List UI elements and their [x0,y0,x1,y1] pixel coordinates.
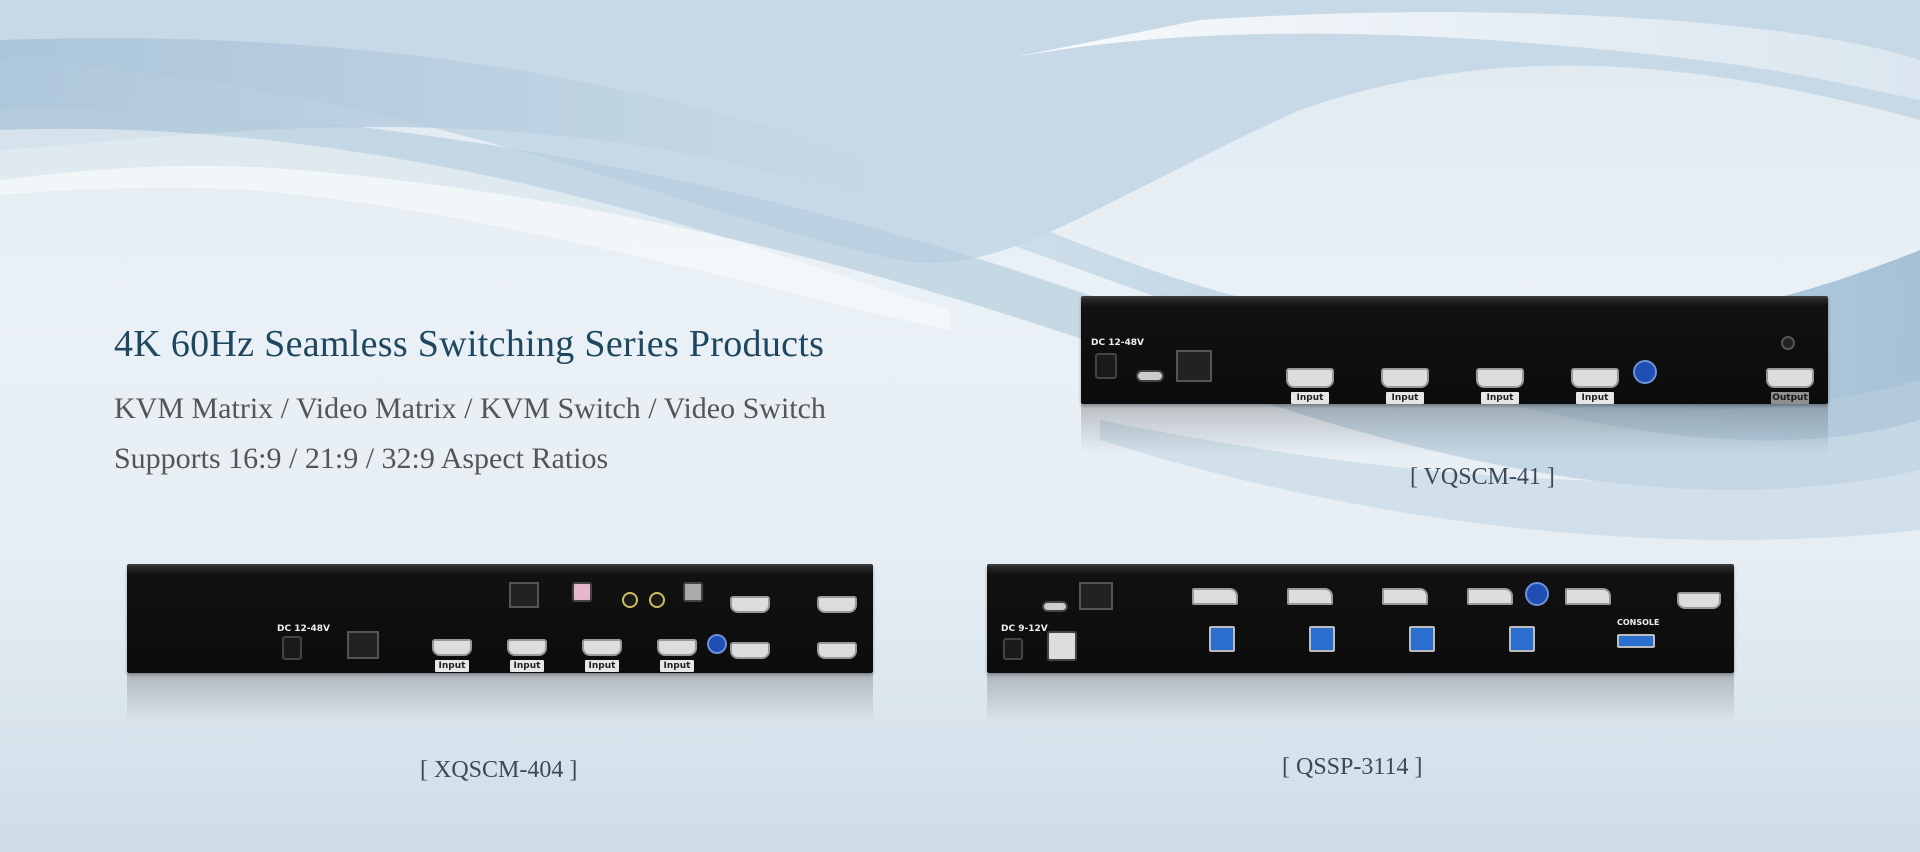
hdmi-output [730,596,770,613]
displayport-input-3 [1287,588,1333,605]
hdmi-input-1 [1571,368,1619,388]
hdmi-output [817,642,857,659]
product-reflection [1081,404,1828,454]
toslink-in [572,582,592,602]
model-label-xqscm-404: [ XQSCM-404 ] [420,757,578,783]
input-label: Input [1481,392,1519,404]
input-label: Input [435,660,469,672]
hdmi-input-2 [1476,368,1524,388]
hdmi-output [1766,368,1814,388]
usb3-pc3 [1309,626,1335,652]
model-label-vqscm-41: [ VQSCM-41 ] [1410,464,1555,490]
hdmi-input-4 [1286,368,1334,388]
usb3-pc4 [1209,626,1235,652]
model-label-qssp-3114: [ QSSP-3114 ] [1282,754,1423,780]
dc-jack [1095,353,1117,379]
usb-c-port [1042,601,1068,612]
console-label: CONSOLE [1617,618,1660,627]
rj45-port [347,631,379,659]
usb-a-ports [1047,631,1077,661]
id-rotary-knob [707,634,727,654]
rj45-port [1079,582,1113,610]
usb-c-port [1136,370,1164,382]
hdmi-output [730,642,770,659]
audio-out-jack [649,592,665,608]
ground-screw [1781,336,1795,350]
input-label: Input [1576,392,1614,404]
input-label: Input [660,660,694,672]
hdmi-input-1 [657,639,697,656]
power-label: DC 12-48V [1091,338,1144,348]
input-label: Input [510,660,544,672]
dc-jack [282,636,302,660]
hdmi-input-3 [507,639,547,656]
hdmi-output [1677,592,1721,609]
product-image-qssp-3114: DC 9-12V CONSOLE [987,564,1734,673]
displayport-output [1565,588,1611,605]
power-label: DC 9-12V [1001,624,1048,634]
usb3-pc2 [1409,626,1435,652]
power-label: DC 12-48V [277,624,330,634]
usb3-console [1617,634,1655,648]
audio-in-jack [622,592,638,608]
headline: 4K 60Hz Seamless Switching Series Produc… [114,323,825,365]
hdmi-input-2 [582,639,622,656]
product-reflection [127,673,873,723]
displayport-input-2 [1382,588,1428,605]
rj45-cascade-port [509,582,539,608]
hdmi-output [817,596,857,613]
id-rotary-knob [1633,360,1657,384]
id-rotary-knob [1525,582,1549,606]
subline-aspect-ratios: Supports 16:9 / 21:9 / 32:9 Aspect Ratio… [114,442,609,475]
dc-jack [1003,638,1023,660]
product-reflection [987,673,1734,723]
input-label: Input [1386,392,1424,404]
hdmi-input-3 [1381,368,1429,388]
input-label: Input [585,660,619,672]
output-label: Output [1771,392,1809,404]
toslink-out [683,582,703,602]
input-label: Input [1291,392,1329,404]
subline-product-types: KVM Matrix / Video Matrix / KVM Switch /… [114,392,826,425]
usb3-pc1 [1509,626,1535,652]
displayport-input-4 [1192,588,1238,605]
rj45-port [1176,350,1212,382]
hdmi-input-4 [432,639,472,656]
product-image-vqscm-41: DC 12-48V Input Input Input Input Output [1081,296,1828,404]
product-image-xqscm-404: DC 12-48V Input Input Input Input [127,564,873,673]
displayport-input-1 [1467,588,1513,605]
